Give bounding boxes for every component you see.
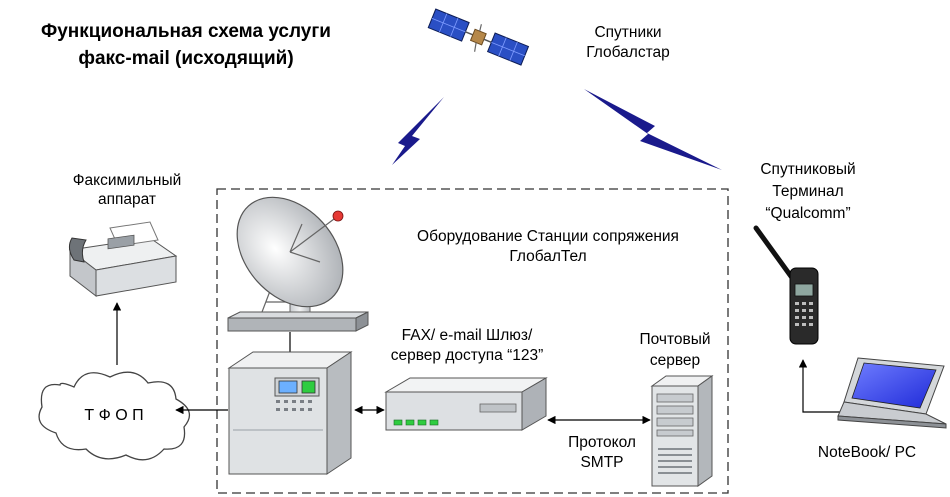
gateway-label-line1: FAX/ e-mail Шлюз/ xyxy=(362,326,572,345)
gateway-label-line2: сервер доступа “123” xyxy=(362,346,572,365)
protocol-label-line2: SMTP xyxy=(552,453,652,472)
station-label-line2: ГлобалТел xyxy=(378,247,718,266)
protocol-label-line1: Протокол xyxy=(552,433,652,452)
fax-icon xyxy=(69,222,176,296)
diagram-title-line1: Функциональная схема услуги xyxy=(0,20,372,44)
mail-server-label-line2: сервер xyxy=(610,351,740,370)
cabinet-icon xyxy=(229,352,351,474)
dish-antenna-icon xyxy=(216,176,368,331)
server-tower-icon xyxy=(652,376,712,486)
sat-terminal-label-line1: Спутниковый xyxy=(738,160,878,179)
laptop-icon xyxy=(838,358,946,428)
lightning-icon xyxy=(584,89,722,170)
satellites-label-line1: Спутники xyxy=(558,23,698,42)
phone-icon xyxy=(756,228,818,344)
arrow-notebook-to-terminal xyxy=(803,360,840,412)
pstn-label: Т Ф О П xyxy=(54,406,174,425)
mail-server-label-line1: Почтовый xyxy=(610,330,740,349)
sat-terminal-label-line2: Терминал xyxy=(738,182,878,201)
fax-machine-label-line1: Факсимильный xyxy=(52,171,202,190)
sat-terminal-label-line3: “Qualcomm” xyxy=(738,204,878,223)
gateway-icon xyxy=(386,378,546,430)
station-label-line1: Оборудование Станции сопряжения xyxy=(378,227,718,246)
lightning-icon xyxy=(392,97,444,165)
satellite-icon xyxy=(426,6,529,69)
notebook-label: NoteBook/ PC xyxy=(800,443,934,462)
fax-machine-label-line2: аппарат xyxy=(52,190,202,209)
diagram-title-line2: факс-mail (исходящий) xyxy=(0,47,372,71)
satellites-label-line2: Глобалстар xyxy=(558,43,698,62)
